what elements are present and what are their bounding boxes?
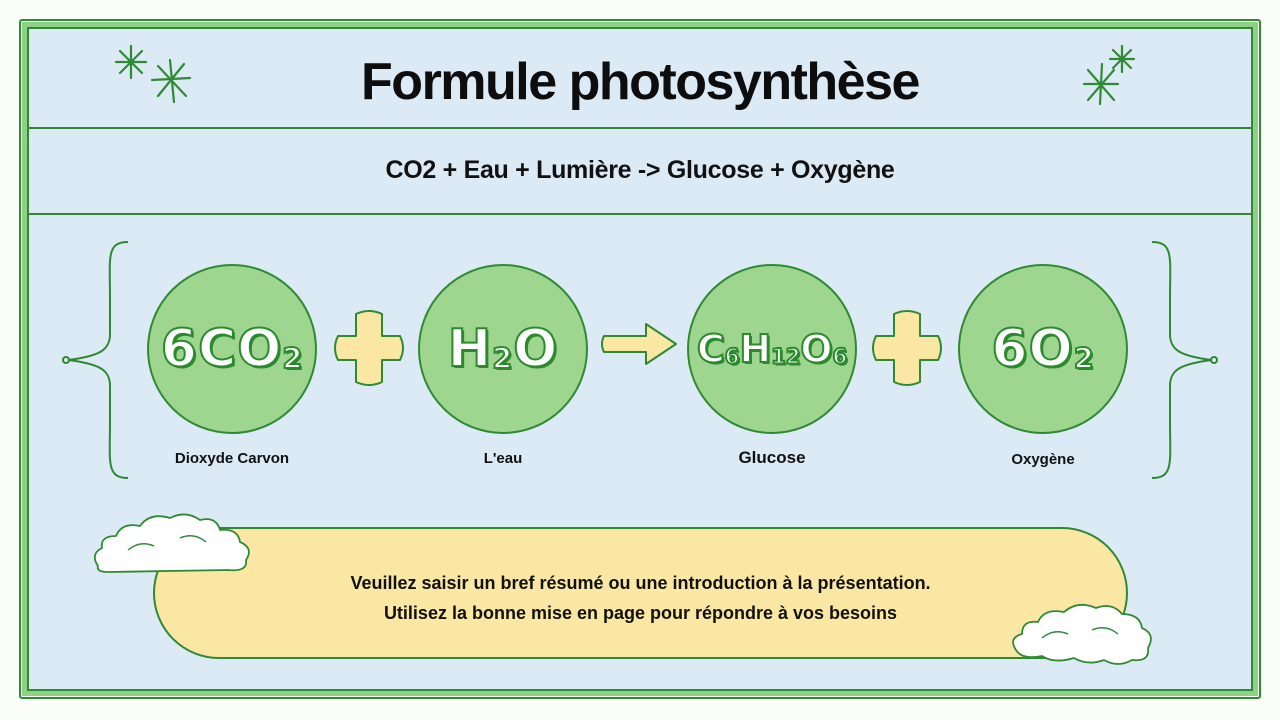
summary-text: Veuillez saisir un bref résumé ou une in…: [153, 568, 1128, 628]
molecule-label: L'eau: [483, 450, 523, 467]
divider-bottom: [27, 213, 1253, 215]
frame-outline: [19, 19, 1261, 699]
molecule-circle: H2O: [418, 264, 588, 434]
cloud-icon: [1012, 603, 1152, 665]
molecule-label: Oxygène: [1011, 451, 1075, 468]
summary-box: [153, 527, 1128, 659]
molecule-formula: C6H12O6: [696, 326, 848, 372]
molecule-label: Dioxyde Carvon: [174, 450, 290, 467]
cloud-icon: [93, 513, 250, 573]
plus-icon: [872, 310, 942, 386]
molecule-formula: H2O: [447, 318, 559, 380]
summary-line: Utilisez la bonne mise en page pour répo…: [383, 603, 898, 623]
summary-line: Veuillez saisir un bref résumé ou une in…: [350, 573, 931, 593]
curly-brace-icon: [1151, 241, 1218, 479]
molecule-label: Glucose: [738, 448, 806, 467]
sparkle-icon: [114, 44, 192, 104]
page-title: Formule photosynthèse: [361, 53, 920, 111]
molecule-circle: C6H12O6: [687, 264, 857, 434]
molecule-circle: 6CO2: [147, 264, 317, 434]
molecule-formula: 6O2: [990, 318, 1095, 380]
equation-text: CO2 + Eau + Lumière -> Glucose + Oxygène: [385, 156, 895, 184]
arrow-right-icon: [601, 323, 677, 365]
sparkle-icon: [1082, 44, 1136, 106]
divider-top: [27, 127, 1253, 129]
plus-icon: [334, 310, 404, 386]
curly-brace-icon: [62, 241, 129, 479]
molecule-circle: 6O2: [958, 264, 1128, 434]
molecule-formula: 6CO2: [160, 318, 304, 380]
